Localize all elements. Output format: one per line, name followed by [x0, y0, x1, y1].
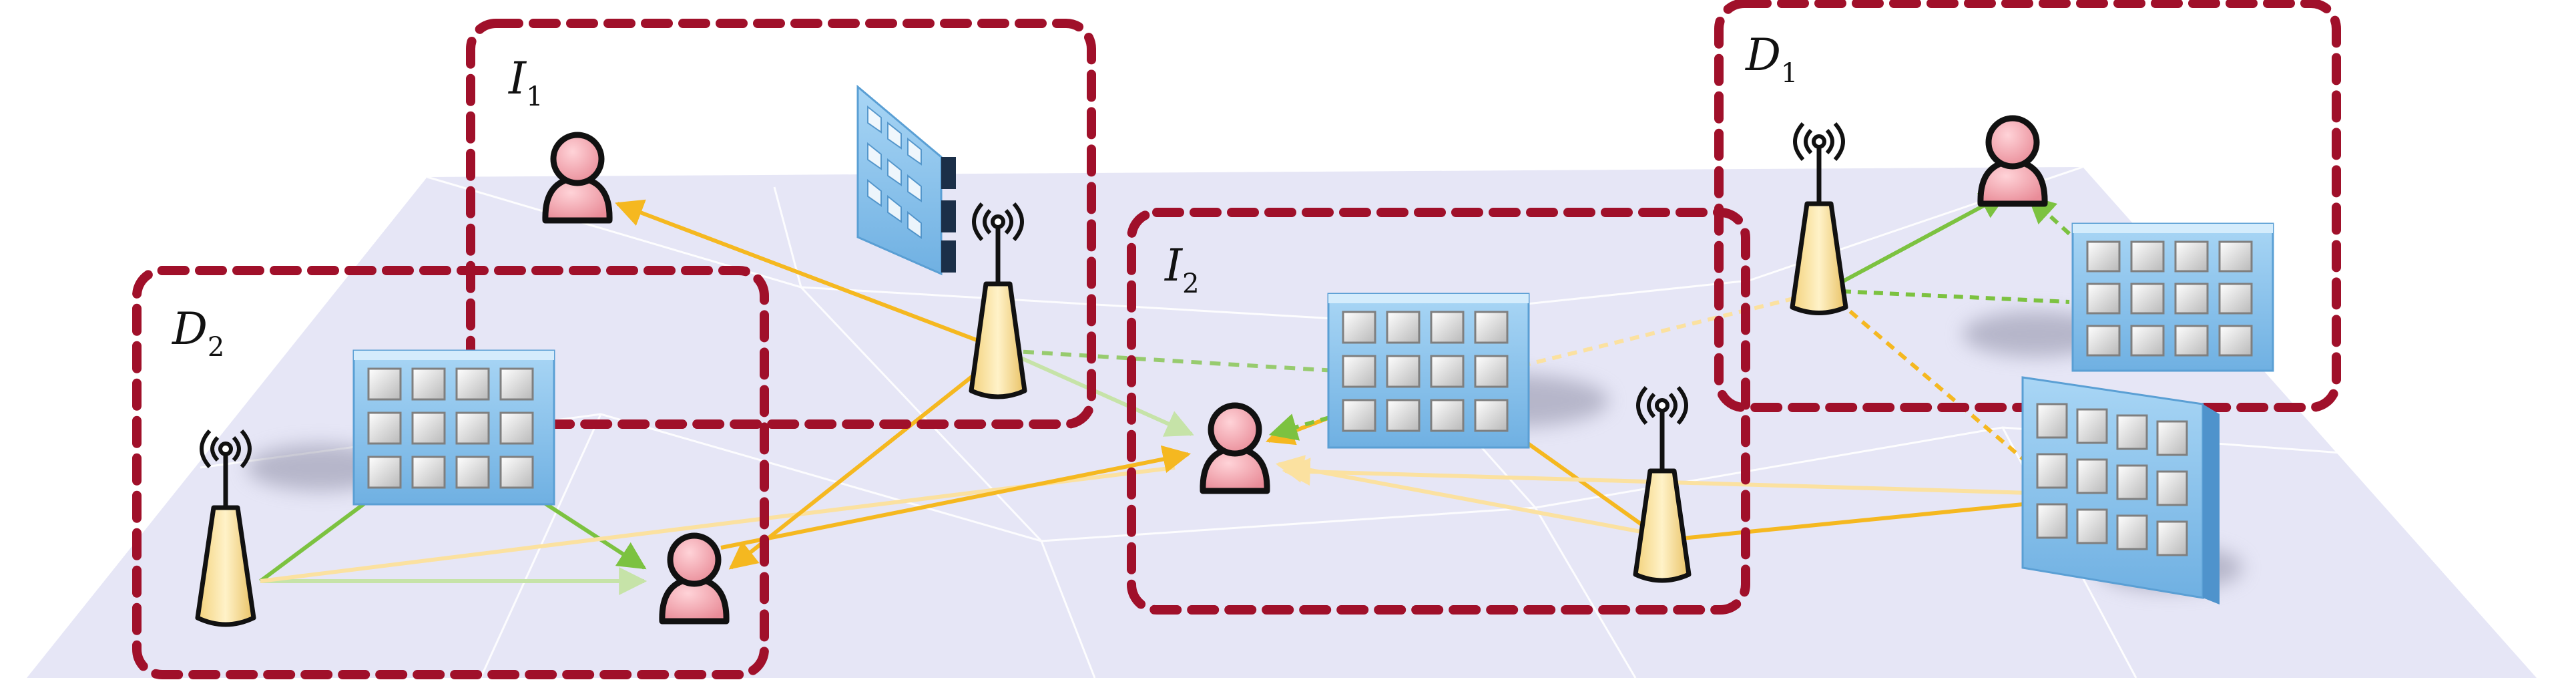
link-i1-ant-to-i2-user: [1003, 349, 1194, 437]
link-d1-refl-to-i2-user: [1268, 389, 1423, 441]
antenna-d1: [1790, 122, 1848, 315]
user-i2: [1200, 402, 1270, 494]
antenna-d2: [195, 429, 256, 627]
user-d1: [1977, 115, 2048, 207]
reflector-surface-i1: [856, 84, 956, 276]
user-i1: [542, 132, 613, 224]
zone-label-i2: I2: [1164, 240, 1200, 299]
user-icon: [542, 115, 2048, 625]
reflector-surface-right: [2021, 376, 2220, 604]
zone-box-i1: [466, 19, 1096, 429]
link-d1-refl-to-user: [2027, 195, 2071, 236]
zone-label-d2: D2: [172, 303, 224, 363]
antenna-i1: [969, 202, 1027, 399]
antenna-icon: [195, 122, 1848, 627]
zone-labels: I1 D1 I2 D2: [172, 29, 1798, 363]
link-d1-ant-to-user: [1824, 192, 2009, 293]
antenna-i2: [1633, 386, 1692, 583]
link-d1-ant-to-i2-refl: [1501, 289, 1826, 373]
zone-label-i1: I1: [508, 53, 543, 112]
user-d2: [659, 532, 730, 625]
link-d2-user-to-i2-user: [720, 445, 1192, 550]
reflector-surface-i2: [1327, 293, 1530, 449]
reflector-surface-d2: [352, 349, 555, 506]
zone-box-i2: [1127, 208, 1750, 615]
zone-label-d1: D1: [1745, 29, 1798, 89]
reflector-surface-d1: [2071, 222, 2274, 372]
link-d1-ant-to-right-refl: [1824, 289, 2031, 466]
link-d1-ant-to-refl: [1825, 289, 2070, 304]
zone-box-d2: [132, 266, 769, 679]
link-i2-ant-to-right-refl: [1655, 489, 2059, 543]
link-i2-ant-to-user: [1275, 455, 1656, 536]
link-i1-ant-to-i1-user: [615, 199, 1006, 353]
link-right-refl-to-i2-user: [1282, 458, 2077, 496]
link-i1-ant-to-d2-user: [728, 349, 1006, 570]
